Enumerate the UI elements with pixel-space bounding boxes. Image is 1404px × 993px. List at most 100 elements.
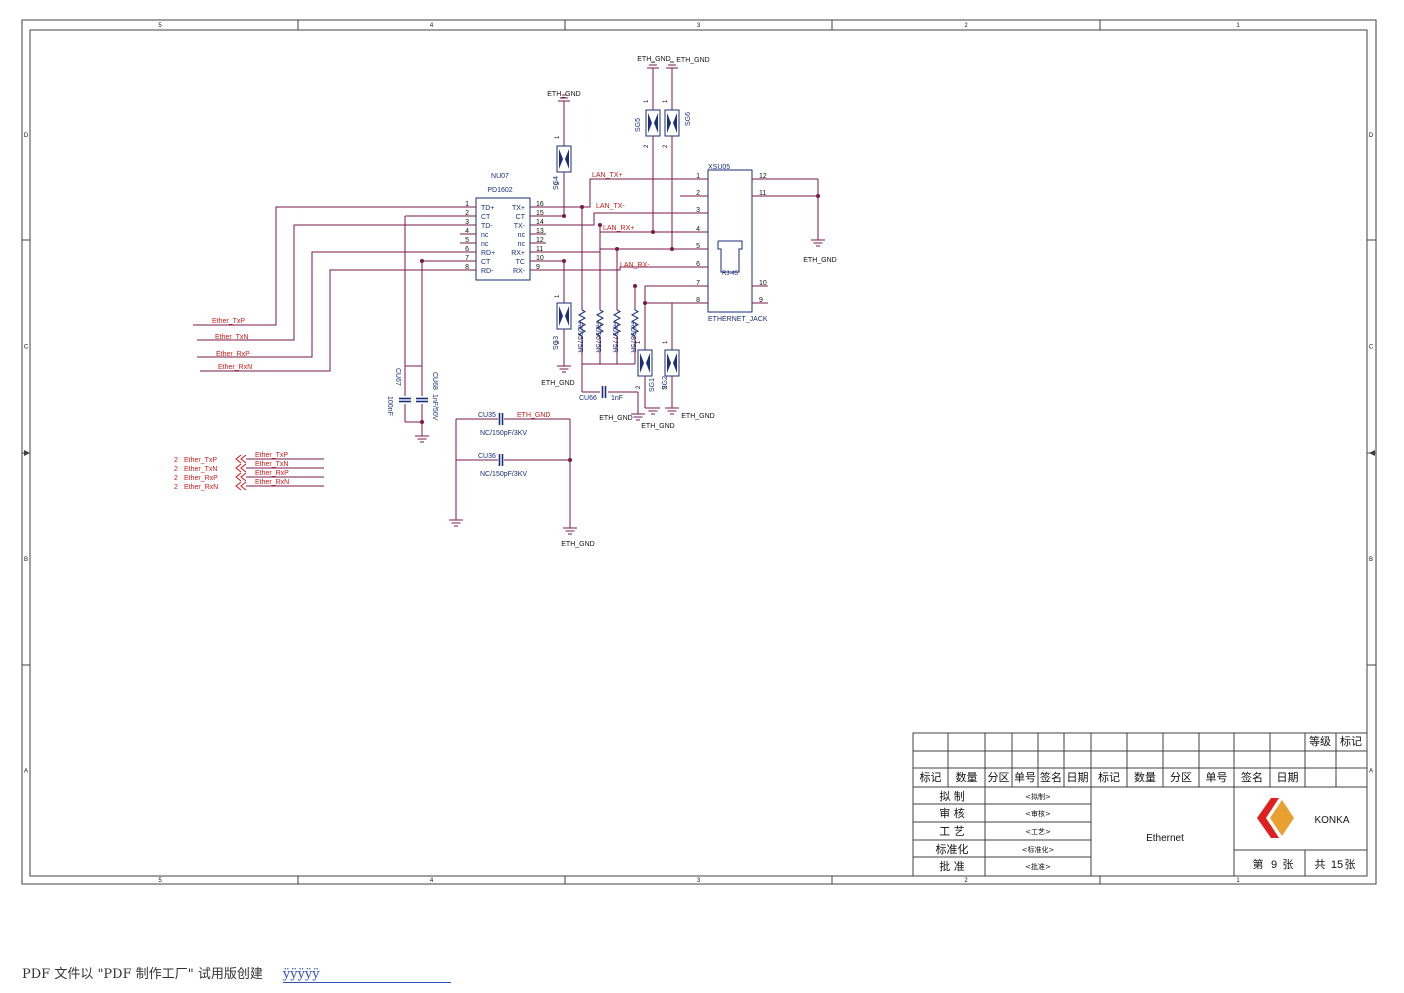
- sg5-gap-arc-icon: [648, 113, 652, 133]
- total-label: 共: [1315, 858, 1326, 871]
- net-label-lan-tx-plus: LAN_TX+: [592, 172, 623, 179]
- ru97-ref: RU97: [611, 322, 618, 340]
- sg5-ref: SG5: [635, 118, 642, 132]
- wire: [546, 212, 680, 226]
- jack-inner-label: RJ-45: [722, 271, 739, 277]
- port-net-label: Ether_TxN: [255, 461, 288, 468]
- transformer-pin-name: TD-: [481, 223, 493, 230]
- port-arrow-icon: [240, 454, 247, 464]
- sg5-gap-arc-icon: [654, 113, 658, 133]
- transformer-pin-name: CT: [516, 214, 526, 221]
- transformer-pin-number: 10: [536, 255, 544, 262]
- title-header: 签名: [1040, 770, 1062, 784]
- transformer-part: PD1602: [487, 187, 512, 194]
- pin-number: 1: [555, 135, 561, 139]
- net-label-lan-rx-minus: LAN_RX-: [620, 262, 650, 269]
- transformer-body: [475, 197, 531, 281]
- title-header: 数量: [1134, 771, 1156, 784]
- port-sheet-ref: 2: [174, 475, 178, 482]
- pin-number: 2: [644, 144, 650, 148]
- frame-row-label: A: [24, 769, 28, 775]
- eth-gnd-label: ETH_GND: [599, 415, 632, 422]
- cu67-value: 100nF: [386, 396, 393, 416]
- wire-ether-txp: [193, 206, 460, 326]
- eth-gnd-label: ETH_GND: [561, 541, 594, 548]
- frame-column-label: 4: [430, 23, 434, 29]
- transformer-pin-name: RD+: [481, 250, 495, 257]
- jack-body: [707, 169, 753, 313]
- konka-logo-icon: [1257, 798, 1279, 838]
- wire: [644, 285, 680, 350]
- role-label: 工 艺: [939, 825, 965, 838]
- ru98-resistor: [630, 309, 640, 337]
- net-label-ether-rxp: Ether_RxP: [216, 351, 250, 358]
- transformer-pin-name: nc: [518, 232, 526, 239]
- total-number: 15: [1331, 859, 1343, 871]
- port-arrow-icon: [240, 472, 247, 482]
- transformer-pin-name: nc: [518, 241, 526, 248]
- wire: [546, 266, 680, 271]
- transformer-pin-name: nc: [481, 232, 489, 239]
- title-header: 分区: [1170, 771, 1192, 784]
- jack-pin-number: 9: [759, 297, 763, 304]
- eth-gnd-label: ETH_GND: [681, 413, 714, 420]
- ru97-resistor: [612, 309, 622, 337]
- sheet-number: 9: [1271, 859, 1277, 871]
- port-arrow-icon: [235, 481, 242, 491]
- sg2-ref: SG2: [662, 376, 669, 390]
- net-label-ether-txn: Ether_TxN: [215, 334, 248, 341]
- mark-label: 标记: [1340, 734, 1362, 748]
- pin-number: 2: [663, 144, 669, 148]
- jack-pin-number: 8: [696, 297, 700, 304]
- port-arrow-icon: [240, 463, 247, 473]
- frame-row-label: C: [1369, 345, 1374, 351]
- transformer-pin-number: 3: [465, 219, 469, 226]
- role-label: 标准化: [936, 842, 969, 856]
- port-arrow-icon: [235, 463, 242, 473]
- transformer-pin-number: 4: [465, 228, 469, 235]
- frame-column-label: 2: [964, 878, 968, 884]
- ru96-value: 75R: [594, 340, 601, 353]
- jack-pin-number: 6: [696, 261, 700, 268]
- transformer-pin-name: nc: [481, 241, 489, 248]
- sg3-gap-arc-icon: [565, 306, 569, 326]
- title-header: 标记: [1098, 770, 1120, 784]
- frame-column-label: 5: [158, 23, 162, 29]
- wire-ether-rxn: [200, 269, 460, 372]
- footer-link[interactable]: ÿÿÿÿÿ: [282, 967, 451, 983]
- port-name: Ether_TxP: [184, 457, 217, 464]
- eth-gnd-label: ETH_GND: [547, 91, 580, 98]
- title-header: 日期: [1277, 771, 1299, 784]
- frame-row-label: D: [1369, 133, 1374, 139]
- junction-dot: [615, 247, 619, 251]
- sg6-gap-arc-icon: [667, 113, 671, 133]
- port-sheet-ref: 2: [174, 484, 178, 491]
- transformer-pin-number: 7: [465, 255, 469, 262]
- transformer-pin-number: 5: [465, 237, 469, 244]
- pin-number: 1: [555, 294, 561, 298]
- sg4-ref: SG4: [553, 176, 560, 190]
- cu68-ref: CU68: [431, 372, 438, 390]
- footer-text: PDF 文件以 "PDF 制作工厂" 试用版创建: [22, 967, 263, 982]
- jack-pin-number: 11: [759, 190, 766, 197]
- title-header: 分区: [988, 771, 1010, 784]
- junction-dot: [568, 458, 572, 462]
- drawing-border: [29, 29, 1368, 877]
- eth-gnd-label: ETH_GND: [641, 423, 674, 430]
- port-name: Ether_RxP: [184, 475, 218, 482]
- ru95-resistor: [577, 309, 587, 337]
- net-label-ether-txp: Ether_TxP: [212, 318, 245, 325]
- cu36-value: NC/150pF/3KV: [480, 471, 527, 478]
- jack-pin-number: 10: [759, 280, 767, 287]
- role-value: <拟制>: [1025, 792, 1051, 801]
- port-arrow-icon: [235, 472, 242, 482]
- jack-pin-number: 1: [696, 173, 700, 180]
- transformer-pin-name: RX-: [513, 268, 526, 275]
- jack-pin-number: 2: [696, 190, 700, 197]
- port-sheet-ref: 2: [174, 457, 178, 464]
- net-label-lan-tx-minus: LAN_TX-: [596, 203, 625, 210]
- frame-row-label: C: [24, 345, 29, 351]
- role-value: <批准>: [1025, 862, 1051, 871]
- frame-column-label: 5: [158, 878, 162, 884]
- jack-ref: XSU05: [708, 164, 730, 171]
